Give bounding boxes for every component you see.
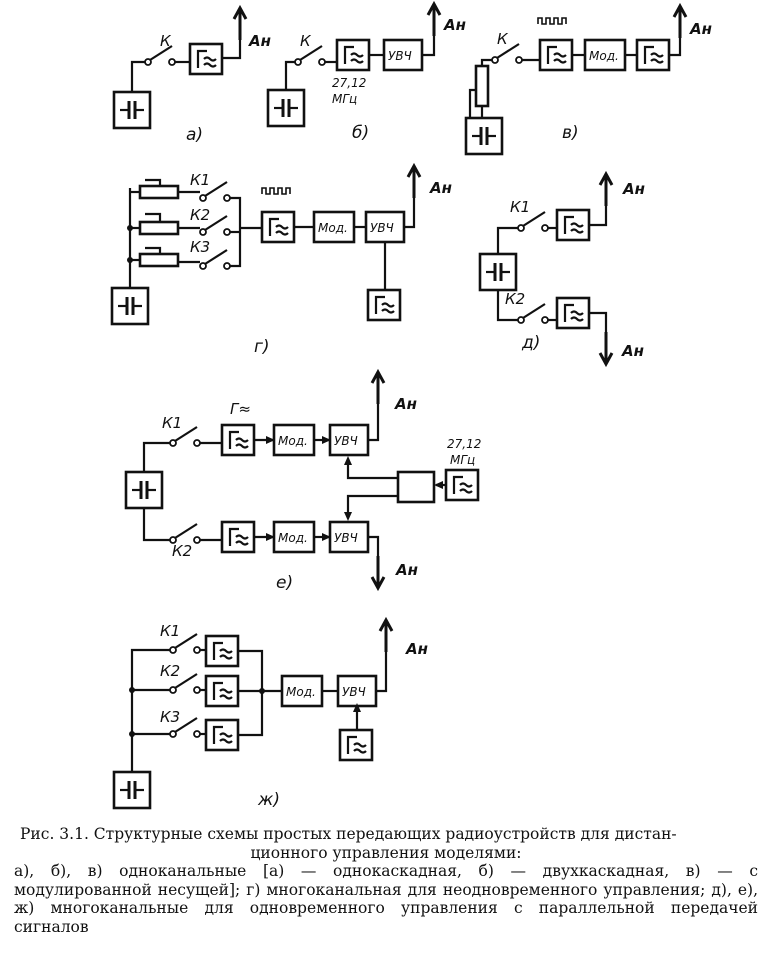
caption-line-1: Рис. 3.1. Структурные схемы простых пере…: [20, 825, 677, 843]
switch-label-k1: К1: [160, 622, 180, 640]
uvch-block: [328, 423, 370, 457]
mod-label: Мод.: [278, 531, 308, 545]
antenna-label: Ан: [394, 395, 417, 413]
antenna-label: Ан: [443, 16, 466, 34]
resistor: [474, 64, 490, 108]
subfigure-label-zh: ж): [257, 790, 280, 810]
mod-block: [272, 520, 316, 554]
freq-label-1: 27,12: [447, 437, 481, 451]
switch-label-k2: К2: [505, 290, 525, 308]
uvch-label: УВЧ: [370, 221, 394, 235]
diagram-g: Мод. УВЧ Ан К1 К2 К3 г): [110, 164, 452, 357]
antenna-label: Ан: [395, 561, 418, 579]
uvch-label: УВЧ: [334, 531, 358, 545]
subfigure-label-g: г): [254, 337, 270, 357]
uvch-label: УВЧ: [388, 49, 412, 63]
subfigure-label-e: е): [276, 573, 293, 593]
diagram-e: Г≈ Мод. Мод. УВЧ УВЧ Ан Ан 27,12 МГц: [124, 370, 481, 593]
switch-label-k2: К2: [160, 662, 180, 680]
freq-label-2: МГц: [450, 453, 475, 467]
mod-label: Мод.: [589, 49, 619, 63]
schematic-figure: Ан К а) УВЧ Ан К 27,12 МГц б) Мод.: [110, 2, 712, 810]
antenna-label: Ан: [621, 342, 644, 360]
diagram-zh: Мод. УВЧ Ан К1 К2 К3 ж): [112, 618, 428, 810]
switch-label-k1: К1: [510, 198, 530, 216]
antenna-label: Ан: [405, 640, 428, 658]
diagram-a: Ан К а): [112, 6, 271, 145]
subfigure-label-b: б): [352, 123, 369, 143]
antenna-label: Ан: [429, 179, 452, 197]
switch-label-k: К: [497, 30, 509, 48]
freq-label-1: 27,12: [332, 76, 366, 90]
uvch-label: УВЧ: [334, 434, 358, 448]
switch-label-k: К: [300, 32, 312, 50]
antenna-label: Ан: [248, 32, 271, 50]
uvch-block: [328, 520, 370, 554]
caption-line-2: ционного управления моделями:: [250, 843, 522, 862]
distributor-block: [396, 470, 436, 504]
diagram-d: Ан Ан К1 К2 д): [478, 172, 645, 366]
uvch-block: [382, 38, 424, 72]
switch-label-k2: К2: [190, 206, 210, 224]
switch-label-k2: К2: [172, 542, 192, 560]
diagram-v: Мод. Ан К в): [464, 4, 712, 156]
diagram-b: УВЧ Ан К 27,12 МГц б): [266, 2, 466, 143]
osc-label: Г≈: [230, 400, 251, 418]
antenna-label: Ан: [689, 20, 712, 38]
antenna-label: Ан: [622, 180, 645, 198]
subfigure-label-v: в): [562, 123, 579, 143]
freq-label-2: МГц: [332, 92, 357, 106]
mod-block: [272, 423, 316, 457]
switch-label-k3: К3: [160, 708, 180, 726]
switch-label-k3: К3: [190, 238, 210, 256]
switch-label-k: К: [160, 32, 172, 50]
caption-line-3: а), б), в) одноканальные [а) — однокаска…: [14, 862, 758, 936]
mod-label: Мод.: [286, 685, 316, 699]
mod-label: Мод.: [278, 434, 308, 448]
uvch-block: [336, 674, 378, 708]
switch-label-k1: К1: [190, 171, 210, 189]
figure-caption: Рис. 3.1. Структурные схемы простых пере…: [14, 825, 758, 936]
switch-label-k1: К1: [162, 414, 182, 432]
uvch-label: УВЧ: [342, 685, 366, 699]
subfigure-label-a: а): [186, 125, 203, 145]
mod-label: Мод.: [318, 221, 348, 235]
subfigure-label-d: д): [521, 333, 540, 353]
